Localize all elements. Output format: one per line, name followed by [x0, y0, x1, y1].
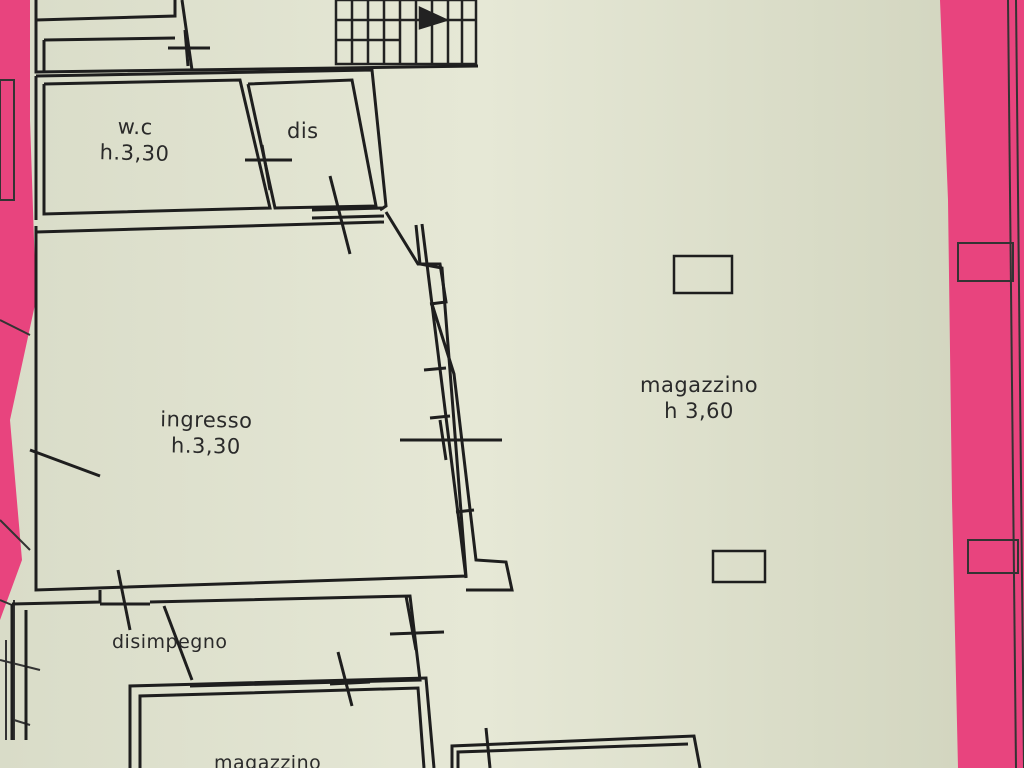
room-name-disimpegno: disimpegno — [112, 631, 228, 653]
paper-sheet — [0, 0, 958, 768]
room-label-magazzino-lower: magazzino — [214, 750, 321, 768]
left-margin-marks — [0, 79, 41, 740]
top-room-walls — [34, 0, 479, 74]
room-label-disimpegno: disimpegno — [112, 629, 228, 655]
room-name-wc: w.c — [117, 114, 154, 140]
room-name-ingresso: ingresso — [160, 407, 253, 433]
wc-dis-walls — [34, 68, 388, 255]
disimpegno-walls — [10, 569, 445, 740]
room-label-ingresso: ingresso h.3,30 — [160, 406, 253, 460]
stairs — [334, 0, 478, 66]
room-name-dis: dis — [287, 119, 319, 143]
room-label-dis: dis — [287, 118, 319, 144]
pillar-lower — [711, 549, 767, 584]
room-name-magazzino-lower: magazzino — [214, 752, 322, 768]
lower-storage-walls — [128, 651, 702, 768]
room-name-magazzino: magazzino — [640, 373, 759, 397]
right-margin-marks — [957, 0, 1024, 768]
room-label-magazzino: magazzino h 3,60 — [640, 372, 758, 424]
room-label-wc: w.c h.3,30 — [99, 113, 170, 167]
ingresso-walls — [29, 211, 514, 592]
room-height-wc: h.3,30 — [99, 140, 170, 166]
room-height-ingresso: h.3,30 — [170, 433, 241, 459]
room-height-magazzino: h 3,60 — [664, 399, 734, 423]
pillars — [672, 254, 767, 584]
pillar-upper — [672, 254, 734, 295]
